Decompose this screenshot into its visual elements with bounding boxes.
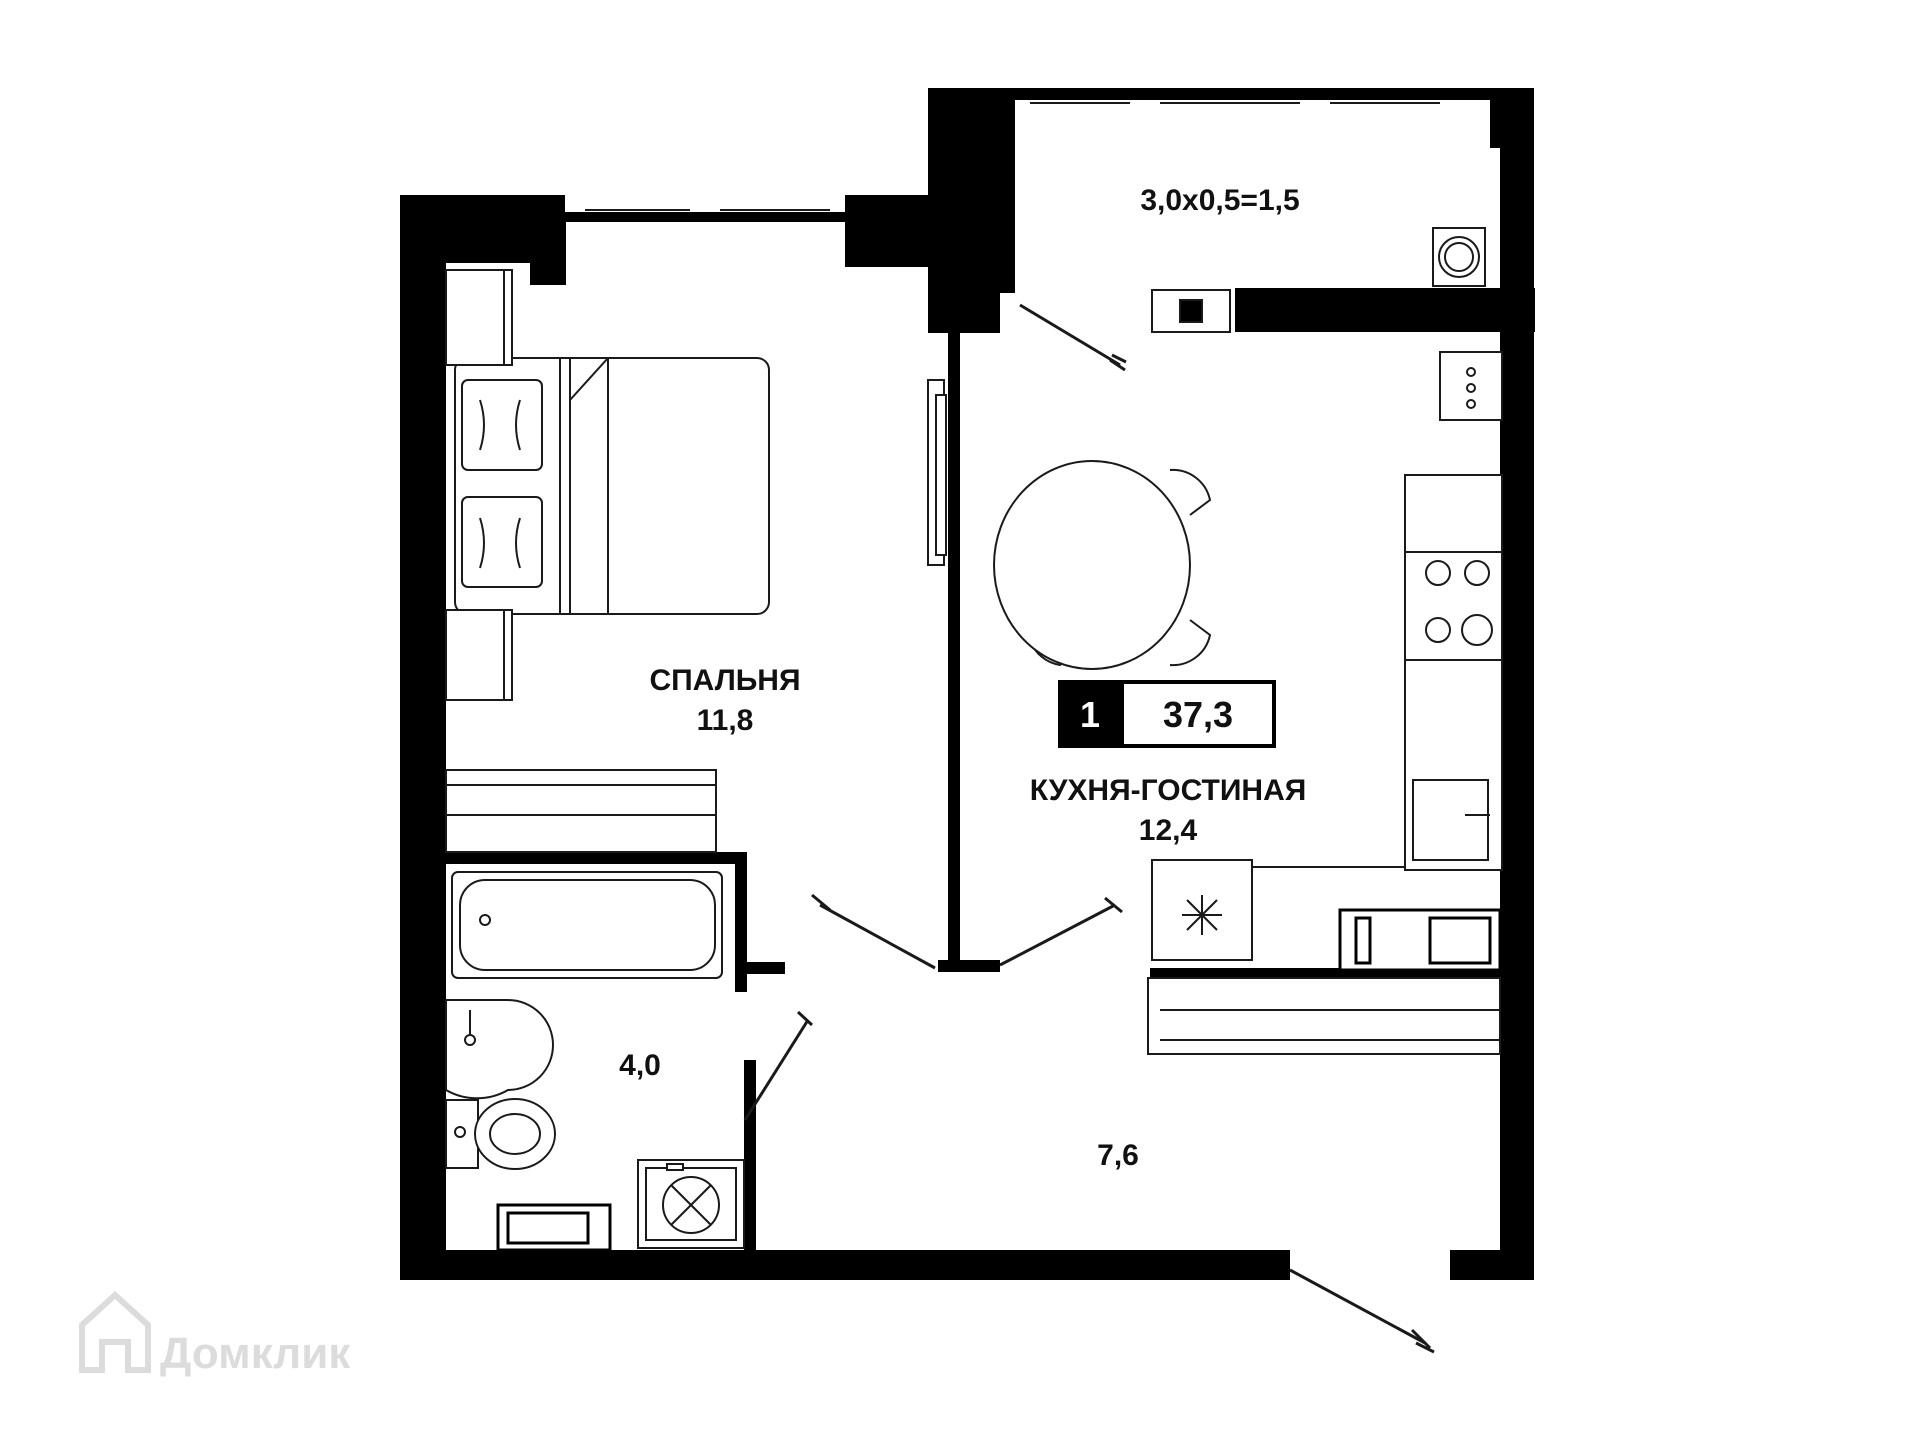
toilet: [445, 1098, 556, 1170]
rooms-count-box: [1058, 680, 1122, 748]
bed: [454, 357, 770, 615]
bath-cabinet: [496, 1203, 612, 1252]
washer: [1338, 908, 1502, 972]
rooms-count: 1: [1080, 694, 1100, 735]
apartment-summary-badge: 1 37,3: [1058, 680, 1276, 748]
washing-machine: [637, 1159, 745, 1249]
windows: [585, 102, 1440, 211]
total-area-box: [1120, 680, 1276, 748]
total-area: 37,3: [1163, 694, 1233, 735]
watermark: Домклик: [79, 1290, 351, 1378]
walls: [400, 88, 1535, 1280]
tv-stand: [927, 379, 947, 566]
balcony-area: 3,0х0,5=1,5: [1140, 184, 1299, 217]
kitchen-set: [1151, 351, 1503, 961]
dining-table: [993, 460, 1212, 670]
sink: [445, 999, 554, 1100]
bedroom-name: СПАЛЬНЯ: [649, 664, 800, 697]
kitchen-area: 12,4: [1139, 814, 1198, 847]
kitchen-name: КУХНЯ-ГОСТИНАЯ: [1030, 774, 1307, 807]
doors: [743, 303, 1435, 1354]
balcony-fixtures: [1151, 227, 1486, 333]
hall-wardrobe: [1147, 977, 1501, 1055]
bathtub: [451, 871, 723, 979]
bedroom-wardrobe: [445, 269, 717, 853]
bedroom-area: 11,8: [697, 704, 754, 737]
bathroom-area: 4,0: [619, 1049, 661, 1082]
watermark-text: Домклик: [160, 1329, 351, 1378]
hall-area: 7,6: [1097, 1139, 1139, 1172]
house-logo-icon: [79, 1290, 151, 1373]
